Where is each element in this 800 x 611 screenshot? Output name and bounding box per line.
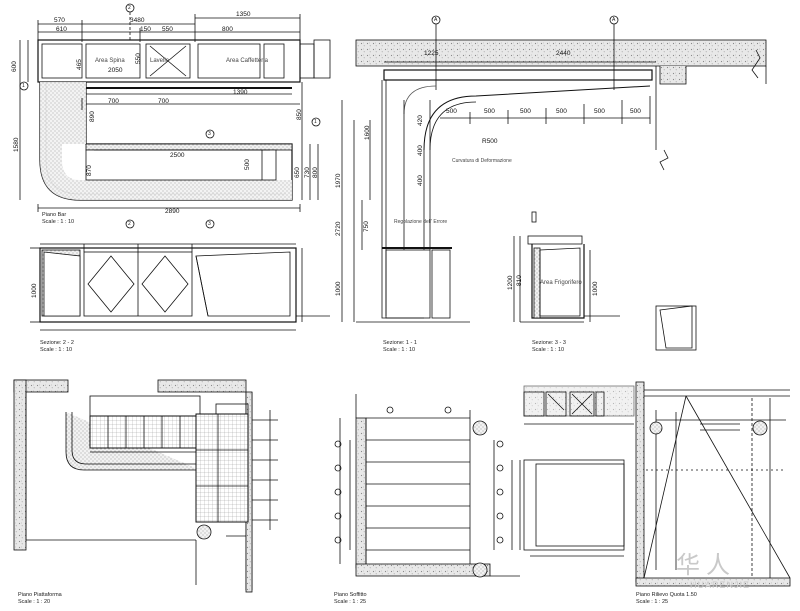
section-1-1 xyxy=(341,15,767,323)
scale-sezione-3-3: Scale : 1 : 10 xyxy=(532,347,565,353)
marker-a-right: A xyxy=(612,17,616,23)
dim-1970: 1970 xyxy=(335,173,342,188)
dim-2500: 2500 xyxy=(170,152,185,159)
scale-piano-bar: Scale : 1 : 10 xyxy=(42,219,75,225)
marker-2-bottom: 2 xyxy=(128,221,131,227)
dim-870: 870 xyxy=(86,165,93,176)
section-2-2 xyxy=(30,243,330,331)
plan-bar xyxy=(19,3,331,229)
dim-600: 600 xyxy=(11,61,18,72)
dim-step-4: 500 xyxy=(556,108,567,115)
dim-550b: 550 xyxy=(135,53,142,64)
marker-1-right: 1 xyxy=(314,119,317,125)
curvatura-label: Curvatura di Deformazione xyxy=(452,158,512,164)
dim-800b: 800 xyxy=(312,167,319,178)
scale-piano-soffitto: Scale : 1 : 25 xyxy=(334,599,367,605)
dim-850: 850 xyxy=(296,109,303,120)
marker-3-top: 3 xyxy=(208,131,211,137)
dim-step-3: 500 xyxy=(520,108,531,115)
marker-3-bottom: 3 xyxy=(208,221,211,227)
title-sezione-1-1: Sezione: 1 - 1 xyxy=(383,340,417,346)
dim-step-6: 500 xyxy=(630,108,641,115)
elevation-small xyxy=(511,385,635,557)
dim-2890: 2890 xyxy=(165,208,180,215)
marker-2-top: 2 xyxy=(128,5,131,11)
dim-400b: 400 xyxy=(417,175,424,186)
dim-890: 890 xyxy=(89,111,96,122)
area-lavello-label: Lavello xyxy=(150,58,170,64)
area-frigorifero-label: Area Frigorifero xyxy=(540,280,582,286)
title-sezione-3-3: Sezione: 3 - 3 xyxy=(532,340,566,346)
title-piano-soffitto: Piano Soffitto xyxy=(334,592,367,598)
dim-1390: 1390 xyxy=(233,89,248,96)
dim-570: 570 xyxy=(54,17,65,24)
scale-piano-rilievo: Scale : 1 : 25 xyxy=(636,599,669,605)
dim-step-2: 500 xyxy=(484,108,495,115)
scale-piano-piattaforma: Scale : 1 : 20 xyxy=(18,599,51,605)
dim-420: 420 xyxy=(417,115,424,126)
dim-2050: 2050 xyxy=(108,67,123,74)
title-sezione-2-2: Sezione: 2 - 2 xyxy=(40,340,74,346)
watermark-logo: 华人 xyxy=(676,551,736,579)
dim-1000b: 1000 xyxy=(31,283,38,298)
dim-610: 610 xyxy=(56,26,67,33)
dim-step-1: 500 xyxy=(446,108,457,115)
dim-r500: R500 xyxy=(482,138,498,145)
regolazione-label: Regolazione dell' Errore xyxy=(394,219,448,225)
plan-soffitto xyxy=(334,394,520,578)
dim-750: 750 xyxy=(363,221,370,232)
dim-1600: 1600 xyxy=(364,125,371,140)
dim-1000c: 1000 xyxy=(592,281,599,296)
title-piano-piattaforma: Piano Piattaforma xyxy=(18,592,62,598)
watermark-text: HUARENJIE xyxy=(690,580,751,590)
area-spina-label: Area Spina xyxy=(95,58,125,64)
dim-700b: 700 xyxy=(158,98,169,105)
marker-1-left: 1 xyxy=(22,83,25,89)
dim-150: 150 xyxy=(140,26,151,33)
title-piano-bar: Piano Bar xyxy=(42,212,67,218)
dim-730: 730 xyxy=(304,167,311,178)
dim-1200: 1200 xyxy=(507,275,514,290)
dim-2440: 2440 xyxy=(556,50,571,57)
title-piano-rilievo: Piano Rilievo Quota 1.50 xyxy=(636,592,697,598)
dim-3480: 3480 xyxy=(130,17,145,24)
plan-piattaforma xyxy=(13,379,278,593)
dim-step-5: 500 xyxy=(594,108,605,115)
dim-810: 810 xyxy=(516,275,523,286)
dim-800: 800 xyxy=(222,26,233,33)
dim-700a: 700 xyxy=(108,98,119,105)
scale-sezione-1-1: Scale : 1 : 10 xyxy=(383,347,416,353)
dim-1580: 1580 xyxy=(13,137,20,152)
marker-a-left: A xyxy=(434,17,438,23)
section-3-3 xyxy=(513,211,697,351)
scale-sezione-2-2: Scale : 1 : 10 xyxy=(40,347,73,353)
dim-2720: 2720 xyxy=(335,221,342,236)
dim-650: 650 xyxy=(294,167,301,178)
plan-rilievo xyxy=(635,381,791,587)
dim-500: 500 xyxy=(244,159,251,170)
dim-400a: 400 xyxy=(417,145,424,156)
dim-1350: 1350 xyxy=(236,11,251,18)
dim-1225: 1225 xyxy=(424,50,439,57)
area-caffetteria-label: Area Caffetteria xyxy=(226,58,268,64)
dim-550: 550 xyxy=(162,26,173,33)
dim-465: 465 xyxy=(76,59,83,70)
dim-1000a: 1000 xyxy=(335,281,342,296)
